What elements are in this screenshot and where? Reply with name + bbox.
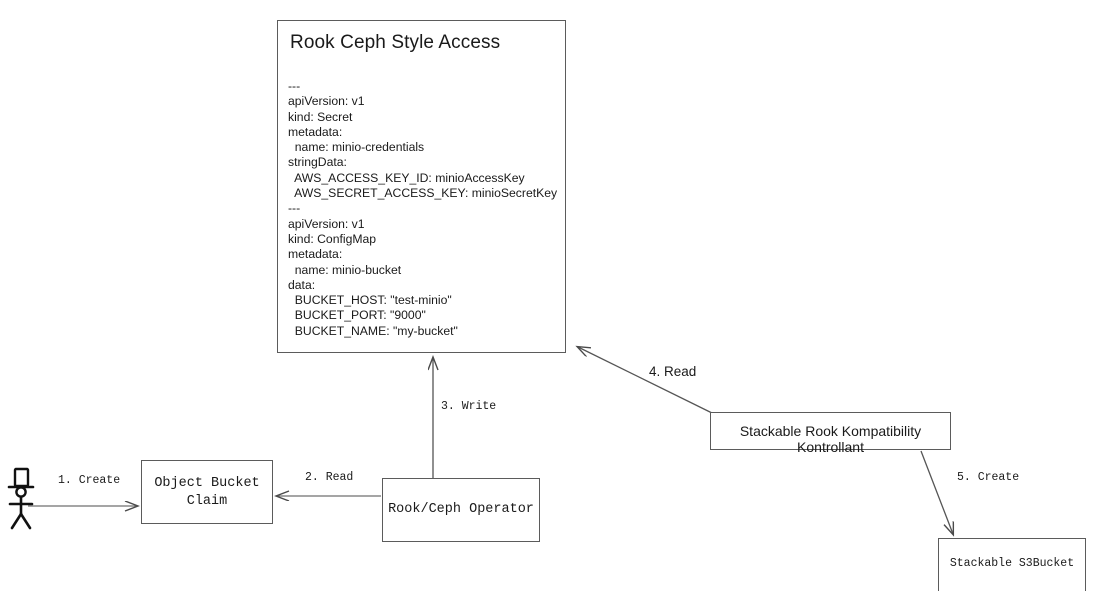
edge-4-read	[578, 347, 713, 414]
actor-stick-figure-icon	[7, 467, 35, 530]
node-rook-ceph-operator[interactable]: Rook/Ceph Operator	[382, 478, 540, 542]
node-label: Stackable S3Bucket	[949, 557, 1075, 570]
card-title: Rook Ceph Style Access	[290, 32, 501, 53]
node-label: Rook/Ceph Operator	[388, 502, 534, 517]
node-object-bucket-claim[interactable]: Object Bucket Claim	[141, 460, 273, 524]
edge-label-4-read: 4. Read	[649, 364, 697, 379]
edge-label-3-write: 3. Write	[441, 400, 497, 413]
card-yaml-body: --- apiVersion: v1 kind: Secret metadata…	[288, 79, 558, 338]
edge-label-5-create: 5. Create	[957, 471, 1020, 484]
rook-ceph-style-access-card[interactable]: Rook Ceph Style Access --- apiVersion: v…	[277, 20, 566, 353]
node-stackable-s3bucket[interactable]: Stackable S3Bucket	[938, 538, 1086, 591]
edge-label-1-create: 1. Create	[58, 474, 121, 487]
edge-label-2-read: 2. Read	[305, 471, 354, 484]
node-label: Object Bucket Claim	[154, 476, 260, 509]
node-label: Stackable Rook Kompatibility Kontrollant	[739, 423, 922, 455]
node-stackable-rook-kompatibility-kontrollant[interactable]: Stackable Rook Kompatibility Kontrollant	[710, 412, 951, 455]
edge-5-create	[920, 450, 953, 534]
